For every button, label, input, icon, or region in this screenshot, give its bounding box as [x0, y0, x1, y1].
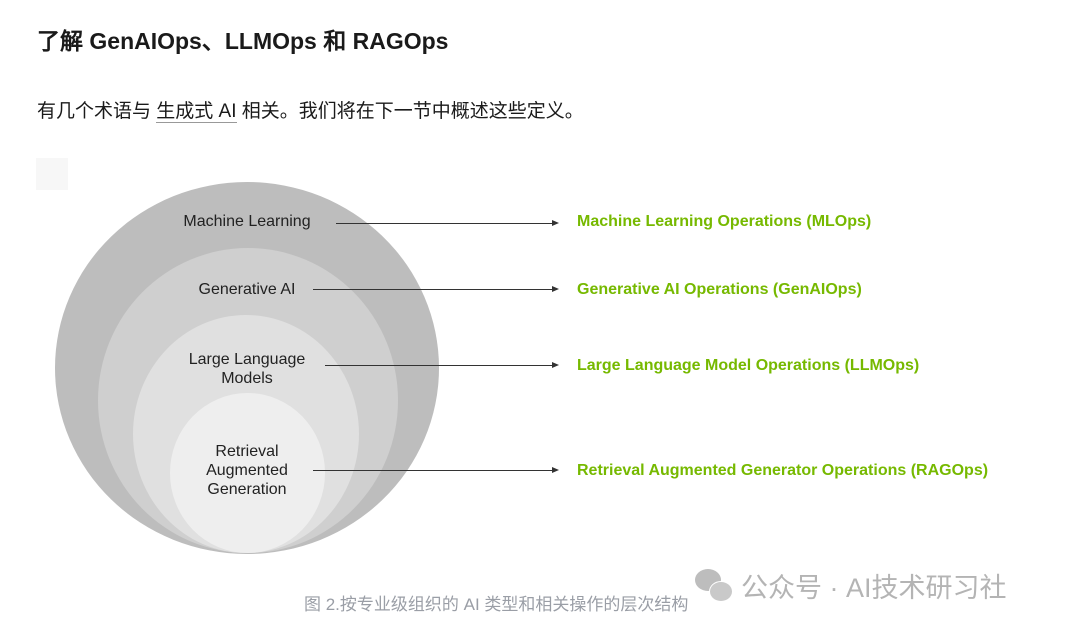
- watermark-text: 公众号 · AI技术研习社: [741, 573, 1007, 603]
- circle-rag: [170, 393, 325, 553]
- ops-genaiops: Generative AI Operations (GenAIOps): [577, 281, 862, 298]
- arrowhead-3: [552, 362, 559, 368]
- arrow-line-3: [325, 365, 552, 366]
- intro-text: 有几个术语与: [37, 101, 157, 122]
- image-placeholder: [36, 158, 68, 190]
- figure-caption: 图 2.按专业级组织的 AI 类型和相关操作的层次结构: [304, 595, 689, 614]
- ops-ragops: Retrieval Augmented Generator Operations…: [577, 462, 989, 479]
- label-rag: Retrieval Augmented Generation: [206, 443, 288, 498]
- arrow-line-2: [313, 289, 552, 290]
- ops-mlops: Machine Learning Operations (MLOps): [577, 213, 872, 230]
- arrowhead-1: [552, 220, 559, 226]
- arrow-line-1: [336, 223, 552, 224]
- page-title: 了解 GenAIOps、LLMOps 和 RAGOps: [37, 28, 449, 54]
- arrowhead-4: [552, 467, 559, 473]
- intro-paragraph: 有几个术语与 生成式 AI 相关。我们将在下一节中概述这些定义。: [37, 96, 584, 123]
- intro-text-end: 相关。我们将在下一节中概述这些定义。: [236, 101, 584, 122]
- label-machine-learning: Machine Learning: [183, 213, 311, 230]
- wechat-icon: [695, 568, 733, 603]
- label-large-language-models: Large Language Models: [188, 351, 306, 387]
- arrowhead-2: [552, 286, 559, 292]
- label-generative-ai: Generative AI: [198, 281, 296, 298]
- arrow-line-4: [313, 470, 552, 471]
- generative-ai-link[interactable]: 生成式 AI: [156, 101, 237, 123]
- ops-llmops: Large Language Model Operations (LLMOps): [577, 357, 920, 374]
- watermark: 公众号 · AI技术研习社: [695, 566, 1007, 605]
